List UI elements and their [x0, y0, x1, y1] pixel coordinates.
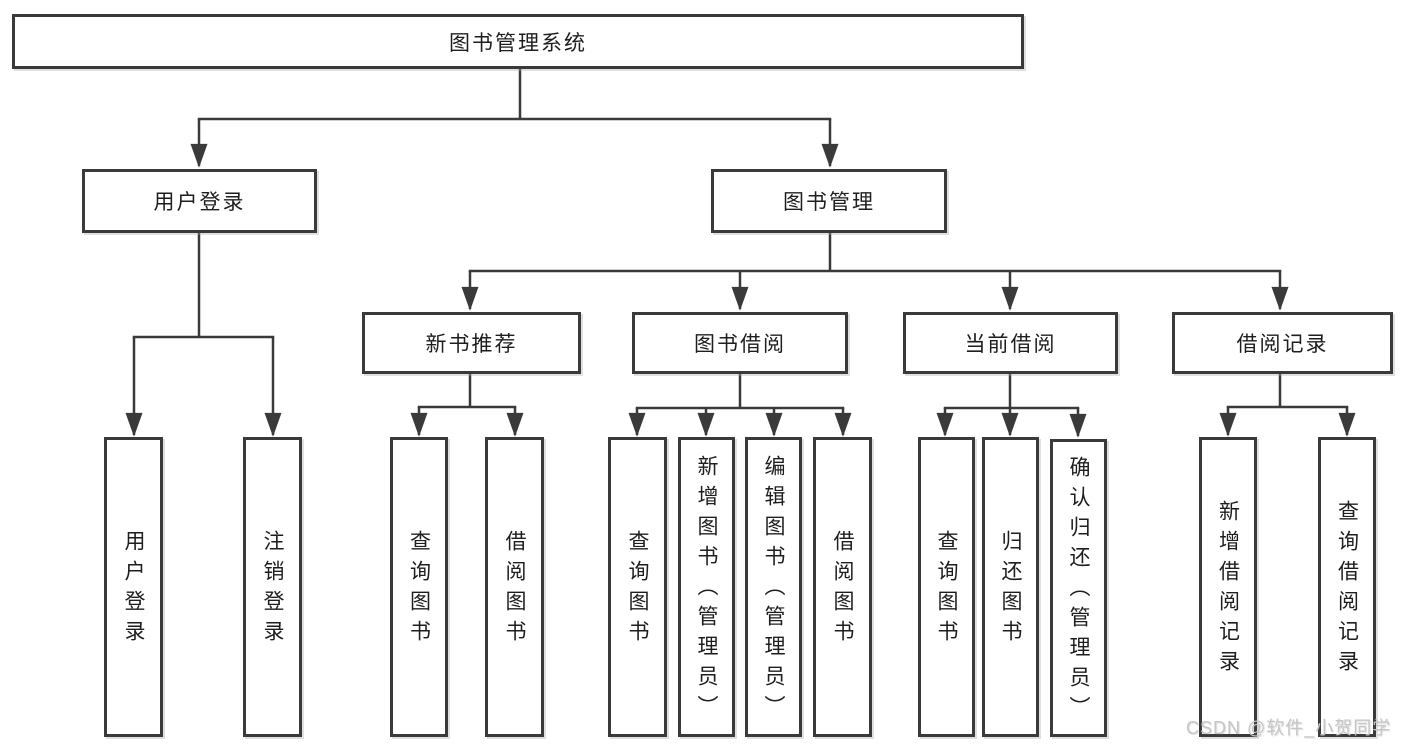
node-system-root: 图书管理系统 [12, 14, 1024, 69]
csdn-watermark: CSDN @软件_小贺同学 [1186, 718, 1392, 738]
leaf-newbook-query-books: 查询图书 [390, 437, 448, 737]
leaf-borrowing-query-books: 查询图书 [608, 437, 667, 737]
leaf-logout: 注销登录 [243, 437, 302, 737]
leaf-user-login: 用户登录 [104, 437, 163, 737]
leaf-records-query-record: 查询借阅记录 [1318, 437, 1376, 737]
leaf-newbook-borrow-books: 借阅图书 [485, 437, 544, 737]
node-new-book-recommend: 新书推荐 [362, 312, 581, 374]
node-book-management: 图书管理 [711, 169, 947, 233]
node-borrowing-records: 借阅记录 [1172, 312, 1393, 374]
leaf-borrowing-edit-books-admin: 编辑图书（管理员） [745, 437, 802, 737]
node-current-borrowing: 当前借阅 [903, 312, 1118, 374]
leaf-current-return-books: 归还图书 [982, 437, 1039, 737]
node-user-login-group: 用户登录 [82, 169, 317, 233]
leaf-current-query-books: 查询图书 [918, 437, 975, 737]
leaf-records-add-record: 新增借阅记录 [1199, 437, 1257, 737]
leaf-current-confirm-return-admin: 确认归还（管理员） [1050, 439, 1107, 737]
leaf-borrowing-add-books-admin: 新增图书（管理员） [678, 437, 735, 737]
leaf-borrowing-borrow-books: 借阅图书 [813, 437, 872, 737]
node-book-borrowing: 图书借阅 [632, 312, 848, 374]
